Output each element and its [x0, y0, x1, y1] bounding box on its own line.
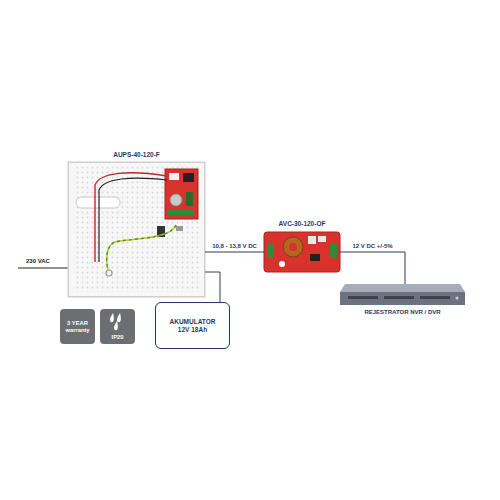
- converter-board: AVC-30-120-OF: [264, 232, 340, 272]
- enclosure-drawing: [68, 162, 205, 297]
- node-text: AVC-30-120-OF: [279, 220, 326, 228]
- node-text: AUPS-40-120-F: [113, 151, 160, 159]
- badge-drawing: [60, 309, 135, 344]
- recorder-drawing: [340, 284, 465, 305]
- voltage-label: 10,8 - 13,8 V DC: [211, 243, 258, 249]
- mains-wire: [18, 268, 68, 269]
- recorder-device: REJESTRATOR NVR / DVR: [340, 284, 465, 316]
- power-supply-enclosure: AUPS-40-120-F: [68, 162, 205, 297]
- supply-wire: [205, 252, 264, 253]
- node-text: 3 YEAR warranty: [62, 320, 93, 334]
- node-text: AKUMULATOR 12V 18Ah: [165, 318, 221, 334]
- battery-wire: [205, 272, 220, 302]
- voltage-label: 12 V DC +/-5%: [351, 243, 393, 249]
- output-wire: [340, 252, 405, 284]
- ip-rating-badge: IP20: [100, 309, 135, 344]
- warranty-badge: 3 YEAR warranty: [60, 309, 95, 344]
- node-text: REJESTRATOR NVR / DVR: [340, 309, 465, 316]
- node-text: IP20: [102, 334, 133, 341]
- converter-board-drawing: [264, 232, 340, 272]
- voltage-label: 230 VAC: [26, 258, 50, 264]
- battery-box: AKUMULATOR 12V 18Ah: [155, 302, 230, 349]
